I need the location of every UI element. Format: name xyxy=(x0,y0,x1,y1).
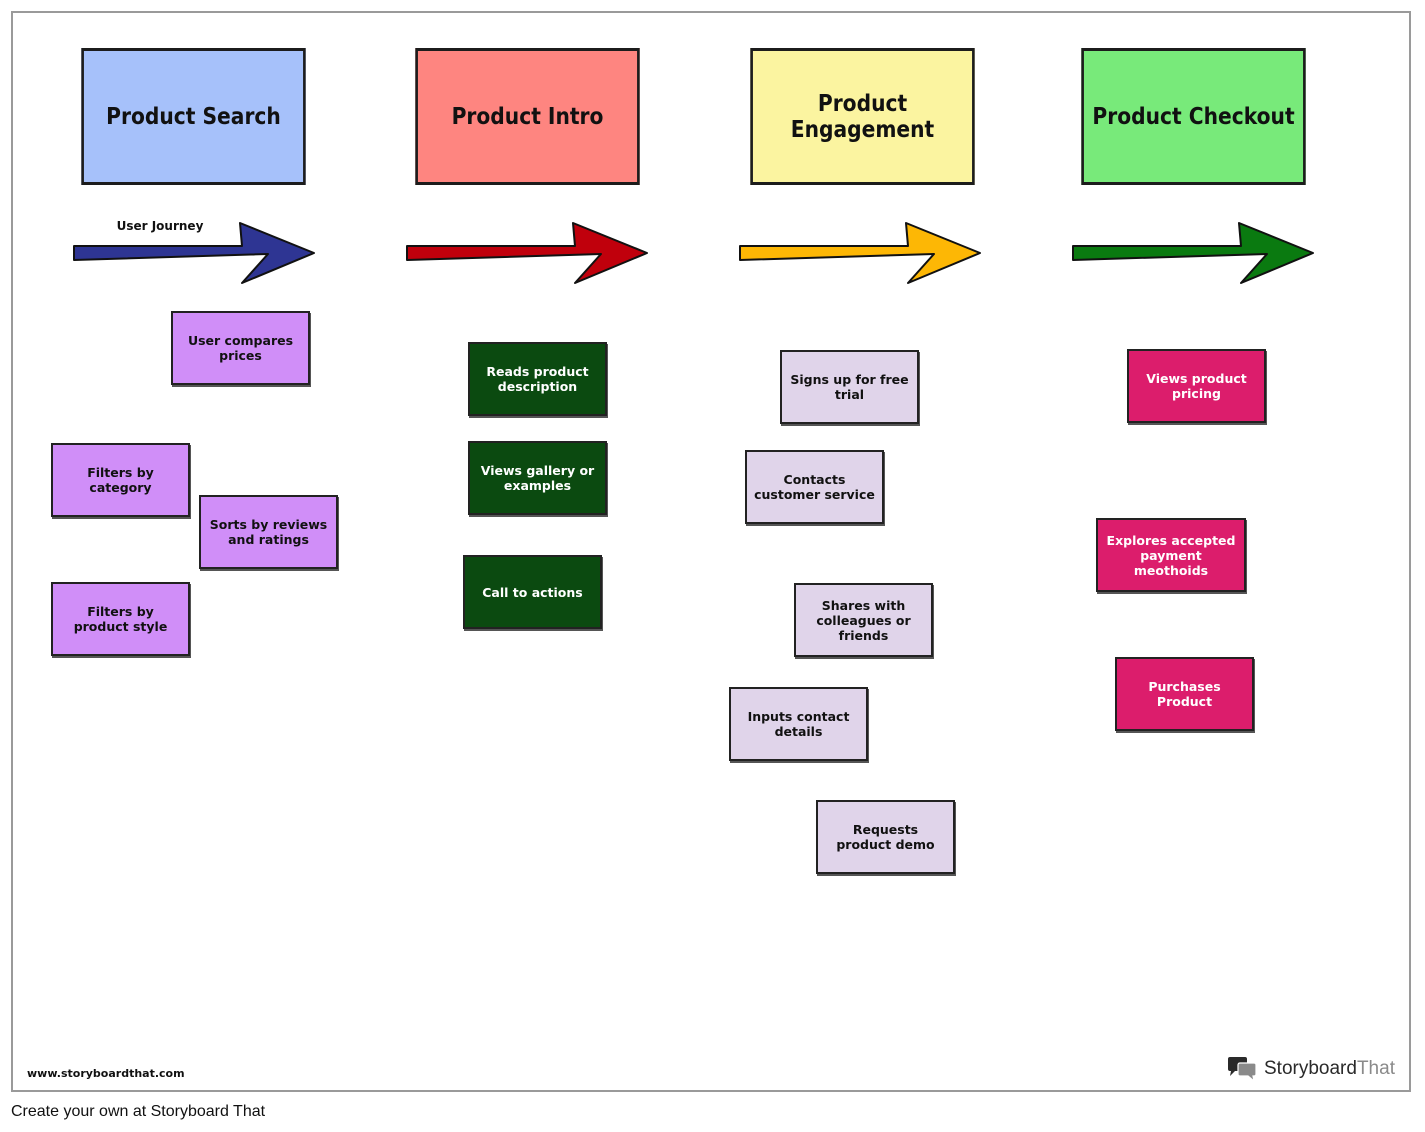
journey-arrow-search xyxy=(73,222,315,284)
note-purchases-product: Purchases Product xyxy=(1115,657,1254,731)
note-signs-up-free-trial: Signs up for free trial xyxy=(780,350,919,424)
note-sorts-by-reviews: Sorts by reviews and ratings xyxy=(199,495,338,569)
note-shares-with-colleagues: Shares with colleagues or friends xyxy=(794,583,933,657)
stage-title: Product Intro xyxy=(451,103,604,130)
storyboardthat-logo[interactable]: StoryboardThat xyxy=(1226,1055,1395,1083)
journey-arrow-engagement xyxy=(739,222,981,284)
user-journey-label: User Journey xyxy=(116,219,204,233)
note-filters-by-category: Filters by category xyxy=(51,443,190,517)
note-filters-by-product-style: Filters by product style xyxy=(51,582,190,656)
stage-title: Product Engagement xyxy=(790,90,935,143)
stage-header-product-intro: Product Intro xyxy=(415,48,640,185)
note-views-product-pricing: Views product pricing xyxy=(1127,349,1266,423)
chat-bubbles-icon xyxy=(1228,1057,1257,1082)
note-reads-product-description: Reads product description xyxy=(468,342,607,416)
stage-title: Product Checkout xyxy=(1092,103,1295,130)
stage-header-product-checkout: Product Checkout xyxy=(1081,48,1306,185)
stage-header-product-search: Product Search xyxy=(81,48,306,185)
note-explores-payment-methods: Explores accepted payment meothoids xyxy=(1096,518,1246,592)
note-user-compares-prices: User compares prices xyxy=(171,311,310,385)
footer-url[interactable]: www.storyboardthat.com xyxy=(27,1067,185,1080)
journey-arrow-checkout xyxy=(1072,222,1314,284)
create-your-own-caption[interactable]: Create your own at Storyboard That xyxy=(11,1103,266,1120)
brand-name: StoryboardThat xyxy=(1264,1058,1395,1079)
note-contacts-customer-service: Contacts customer service xyxy=(745,450,884,524)
stage-title: Product Search xyxy=(106,103,281,130)
note-call-to-actions: Call to actions xyxy=(463,555,602,629)
note-views-gallery: Views gallery or examples xyxy=(468,441,607,515)
stage-header-product-engagement: Product Engagement xyxy=(750,48,975,185)
note-inputs-contact-details: Inputs contact details xyxy=(729,687,868,761)
journey-arrow-intro xyxy=(406,222,648,284)
note-requests-product-demo: Requests product demo xyxy=(816,800,955,874)
